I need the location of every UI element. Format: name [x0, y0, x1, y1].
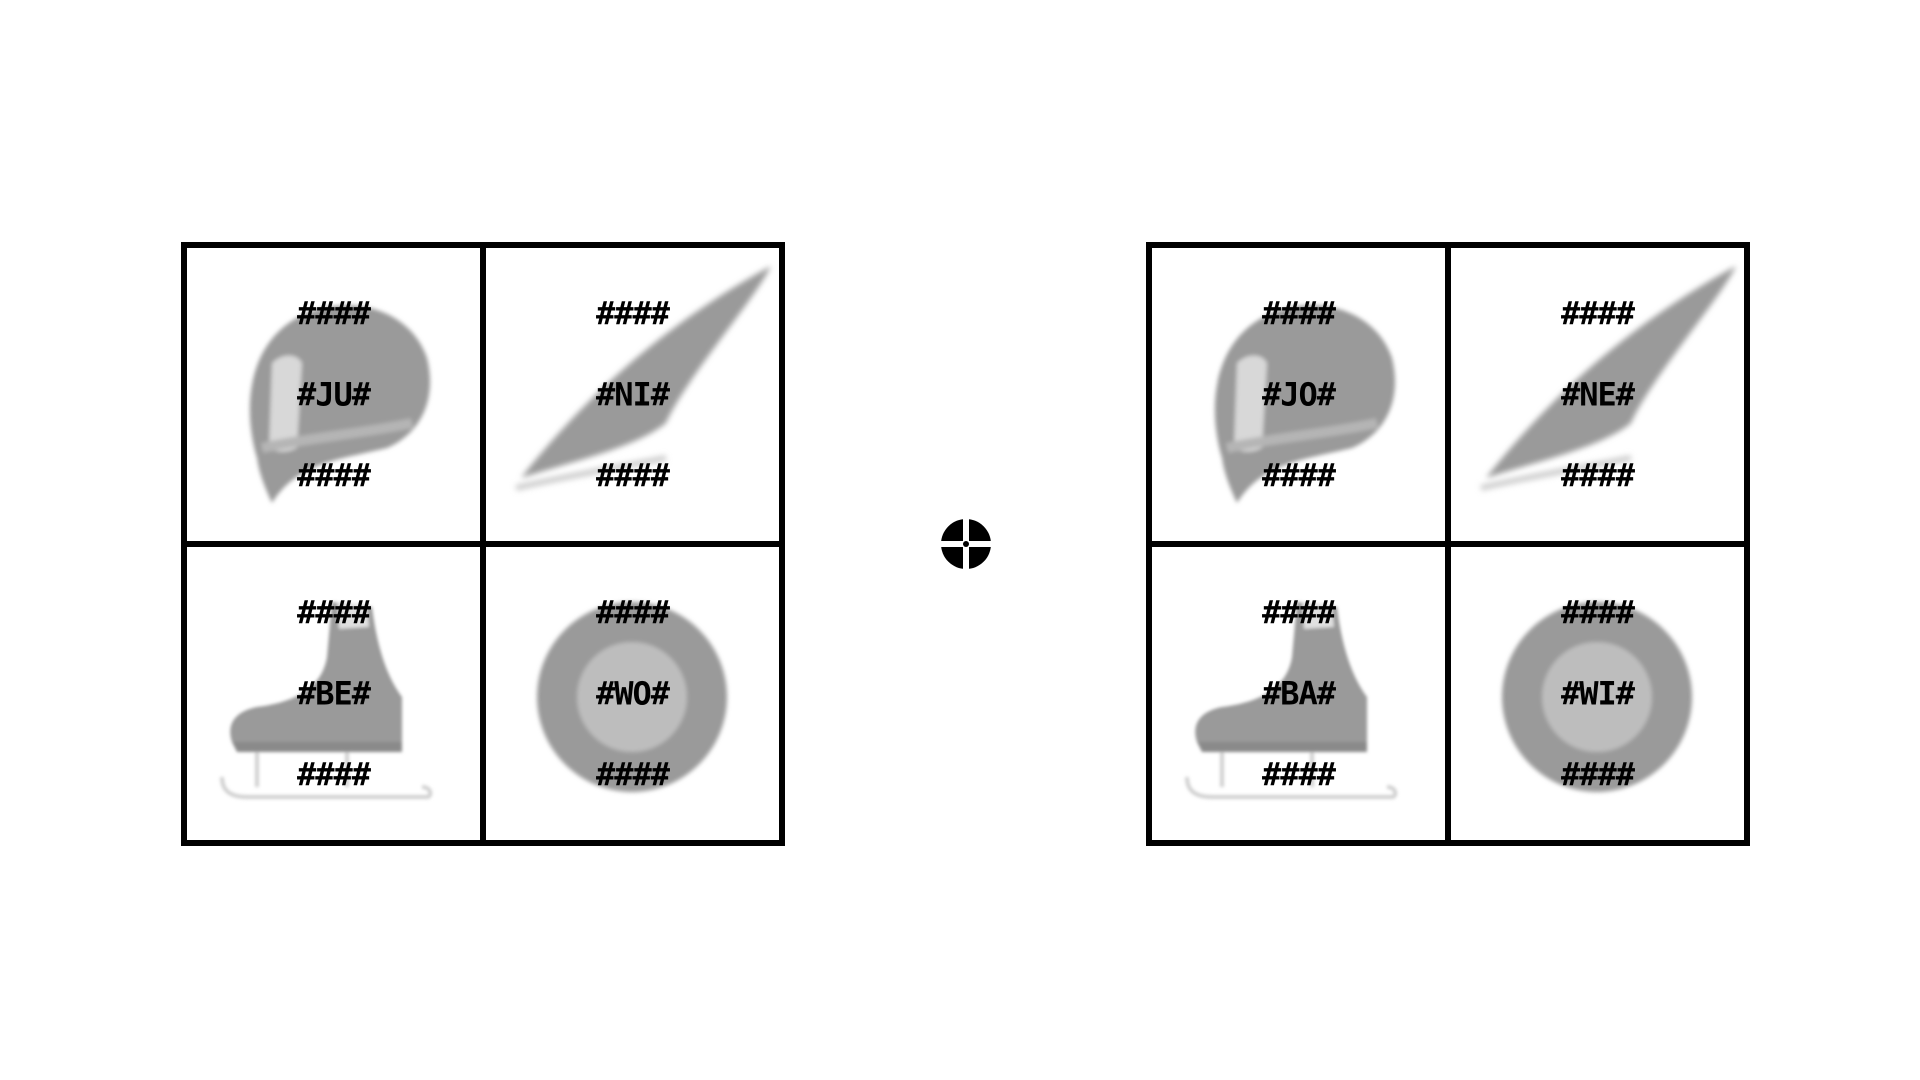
- letter-mask: #### #WI# ####: [1524, 547, 1670, 840]
- mask-row: ####: [595, 294, 670, 332]
- hockey-puck-icon: [537, 602, 727, 792]
- mask-row: ####: [595, 456, 670, 494]
- mask-letters: #JU#: [296, 375, 371, 413]
- mask-letters: #NI#: [595, 375, 670, 413]
- right-cell-puck: #### #WI# ####: [1451, 547, 1744, 840]
- left-picture-grid: #### #JU# #### #### #NI# ####: [181, 242, 785, 846]
- mask-letters: #BA#: [1261, 674, 1336, 712]
- mask-letters: #WO#: [595, 674, 670, 712]
- ice-skate-icon: [1185, 602, 1398, 799]
- mask-row: ####: [296, 755, 371, 793]
- mask-row: ####: [296, 593, 371, 631]
- hockey-puck-icon: [1502, 602, 1692, 792]
- ice-skate-icon: [220, 602, 433, 799]
- letter-mask: #### #BA# ####: [1225, 547, 1371, 840]
- left-cell-puck: #### #WO# ####: [486, 547, 779, 840]
- ski-icon: [515, 266, 771, 491]
- right-cell-skate: #### #BA# ####: [1152, 547, 1445, 840]
- mask-letters: #BE#: [296, 674, 371, 712]
- mask-row: ####: [1261, 456, 1336, 494]
- mask-row: ####: [1560, 593, 1635, 631]
- mask-row: ####: [1261, 755, 1336, 793]
- mask-letters: #NE#: [1560, 375, 1635, 413]
- mask-row: ####: [1560, 755, 1635, 793]
- mask-row: ####: [296, 294, 371, 332]
- helmet-icon: [1214, 305, 1396, 503]
- mask-row: ####: [296, 456, 371, 494]
- left-cell-skate: #### #BE# ####: [187, 547, 480, 840]
- mask-row: ####: [1560, 294, 1635, 332]
- letter-mask: #### #WO# ####: [559, 547, 705, 840]
- mask-letters: #JO#: [1261, 375, 1336, 413]
- left-cell-helmet: #### #JU# ####: [187, 248, 480, 541]
- letter-mask: #### #JU# ####: [260, 248, 406, 541]
- mask-row: ####: [1560, 456, 1635, 494]
- ski-icon: [1480, 266, 1736, 491]
- mask-row: ####: [595, 593, 670, 631]
- letter-mask: #### #NE# ####: [1524, 248, 1670, 541]
- right-cell-helmet: #### #JO# ####: [1152, 248, 1445, 541]
- mask-letters: #WI#: [1560, 674, 1635, 712]
- letter-mask: #### #JO# ####: [1225, 248, 1371, 541]
- mask-row: ####: [1261, 593, 1336, 631]
- right-picture-grid: #### #JO# #### #### #NE# ####: [1146, 242, 1750, 846]
- fixation-cross-icon: [940, 518, 992, 570]
- letter-mask: #### #BE# ####: [260, 547, 406, 840]
- right-cell-ski: #### #NE# ####: [1451, 248, 1744, 541]
- mask-row: ####: [595, 755, 670, 793]
- left-cell-ski: #### #NI# ####: [486, 248, 779, 541]
- letter-mask: #### #NI# ####: [559, 248, 705, 541]
- mask-row: ####: [1261, 294, 1336, 332]
- helmet-icon: [249, 305, 431, 503]
